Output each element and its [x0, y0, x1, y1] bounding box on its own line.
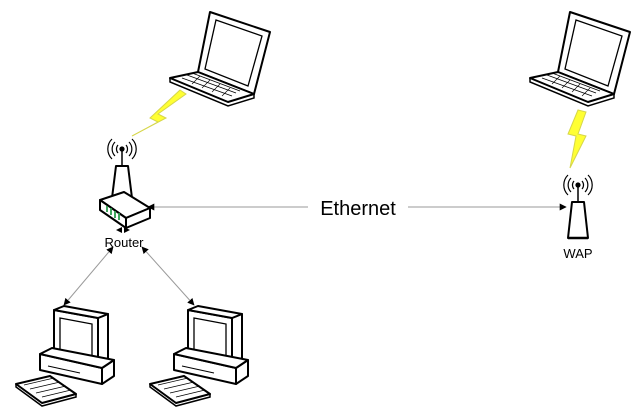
wap-label: WAP	[563, 246, 592, 261]
ethernet-label-bg	[308, 195, 408, 219]
router-pc-right-line	[141, 246, 195, 306]
laptop-left	[169, 11, 271, 107]
wireless-bolt-right	[567, 109, 587, 169]
router-label: Router	[104, 235, 144, 250]
wireless-bolt-left	[131, 89, 187, 137]
router-pc-left-line	[63, 246, 114, 306]
desktop-pc-left	[15, 305, 115, 407]
laptop-right	[529, 11, 631, 107]
desktop-pc-right	[149, 305, 249, 407]
router-device	[99, 138, 151, 233]
wap-device	[563, 174, 593, 240]
ethernet-label: Ethernet	[320, 198, 396, 220]
